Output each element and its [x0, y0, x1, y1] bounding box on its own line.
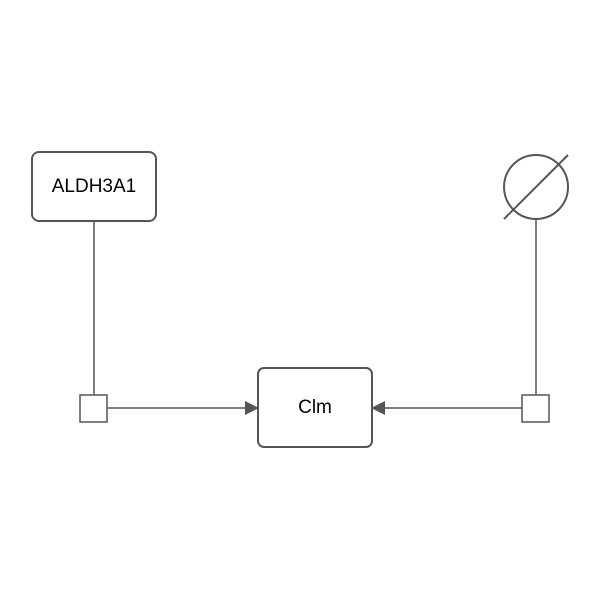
node-clm-label: Clm: [298, 397, 332, 418]
node-aldh3a1-label: ALDH3A1: [52, 176, 137, 197]
process-node-right[interactable]: [521, 394, 550, 423]
node-aldh3a1[interactable]: ALDH3A1: [31, 151, 157, 222]
empty-set-icon[interactable]: [503, 154, 569, 220]
process-node-left[interactable]: [79, 394, 108, 423]
node-clm[interactable]: Clm: [257, 367, 373, 448]
